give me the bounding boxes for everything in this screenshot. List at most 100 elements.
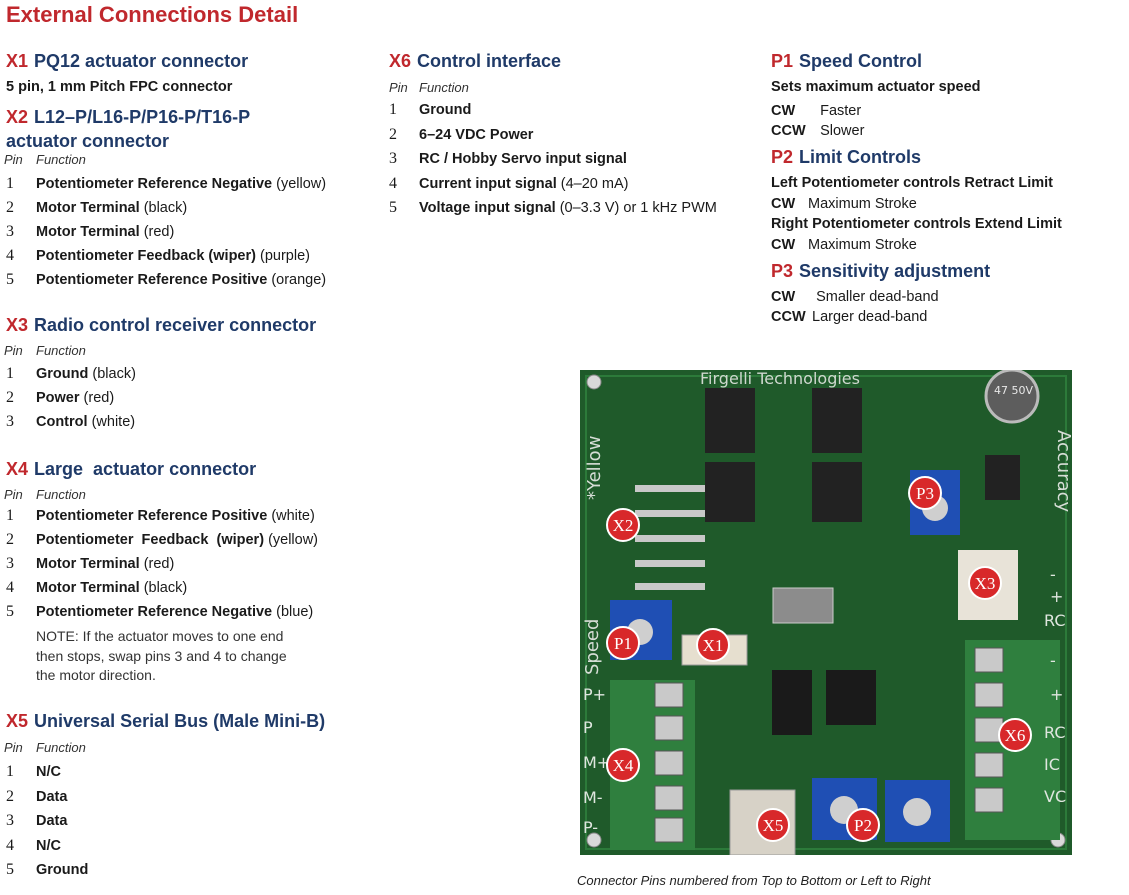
- terminal-screw: [974, 752, 1004, 778]
- marker-label: P3: [916, 484, 934, 503]
- x1-description: 5 pin, 1 mm Pitch FPC connector: [6, 79, 233, 95]
- marker-label: X1: [703, 636, 724, 655]
- p1-name: Speed Control: [799, 51, 923, 71]
- x1-name: PQ12 actuator connector: [34, 51, 249, 71]
- marker-label: P1: [614, 634, 632, 653]
- list-item: CCW Larger dead-band: [771, 309, 928, 325]
- capacitor-text: 47 50V: [994, 384, 1033, 397]
- list-item: CW Faster: [771, 103, 862, 119]
- x2-id: X2: [6, 107, 29, 127]
- silk-speed-text: Speed: [582, 619, 603, 675]
- x2-header: [635, 485, 705, 590]
- p1-list: CW Faster CCW Slower: [771, 101, 864, 141]
- ic-chip: [772, 670, 812, 735]
- terminal-screw: [654, 750, 684, 776]
- p3-list: CW Smaller dead-band CCW Larger dead-ban…: [771, 287, 939, 327]
- p1-id: P1: [771, 51, 794, 71]
- marker-label: X6: [1005, 726, 1026, 745]
- p3-name: Sensitivity adjustment: [799, 261, 991, 281]
- pin-label: -: [1050, 565, 1056, 584]
- terminal-screw: [654, 785, 684, 811]
- pin-label: P: [583, 718, 593, 737]
- silk-top-text: Firgelli Technologies: [700, 370, 860, 388]
- mosfet: [812, 388, 862, 453]
- marker-x4: X4: [606, 748, 640, 782]
- terminal-screw: [654, 817, 684, 843]
- p2-list: Left Potentiometer controls Retract Limi…: [771, 173, 1062, 255]
- function-col-label: Function: [36, 152, 86, 167]
- pin-label: +: [1050, 685, 1063, 704]
- x4-screws: [654, 682, 684, 843]
- pin-label: M-: [583, 788, 603, 807]
- p2-right-label: Right Potentiometer controls Extend Limi…: [771, 216, 1062, 232]
- list-item: CW Smaller dead-band: [771, 289, 939, 305]
- terminal-screw: [974, 787, 1004, 813]
- p3-id: P3: [771, 261, 794, 281]
- pin-label: RC: [1044, 611, 1066, 630]
- marker-p1: P1: [606, 626, 640, 660]
- marker-label: P2: [854, 816, 872, 835]
- pin-label: RC: [1044, 723, 1066, 742]
- marker-x2: X2: [606, 508, 640, 542]
- terminal-screw: [974, 647, 1004, 673]
- p2-right-knob: [903, 798, 931, 826]
- x6-id: X6: [389, 51, 412, 71]
- pin-label: IC: [1044, 755, 1060, 774]
- marker-x3: X3: [968, 566, 1002, 600]
- crystal: [772, 587, 834, 624]
- pin-label: P-: [583, 818, 598, 837]
- terminal-screw: [654, 715, 684, 741]
- x5-name: Universal Serial Bus (Male Mini-B): [34, 711, 326, 731]
- p2-name: Limit Controls: [799, 147, 922, 167]
- marker-label: X3: [975, 574, 996, 593]
- x4-id: X4: [6, 459, 29, 479]
- mount-hole: [586, 832, 602, 848]
- figure-caption: Connector Pins numbered from Top to Bott…: [577, 873, 931, 888]
- marker-label: X5: [763, 816, 784, 835]
- marker-p3: P3: [908, 476, 942, 510]
- pin-label: P+: [583, 685, 606, 704]
- regulator: [985, 455, 1020, 500]
- pin-label: VC: [1044, 787, 1066, 806]
- x2-name-line1: L12–P/L16-P/P16-P/T16-P: [34, 107, 251, 127]
- pin-label: -: [1050, 651, 1056, 670]
- x3-name: Radio control receiver connector: [34, 315, 317, 335]
- pcb-border: [585, 375, 1067, 850]
- page-title: External Connections Detail: [6, 2, 299, 27]
